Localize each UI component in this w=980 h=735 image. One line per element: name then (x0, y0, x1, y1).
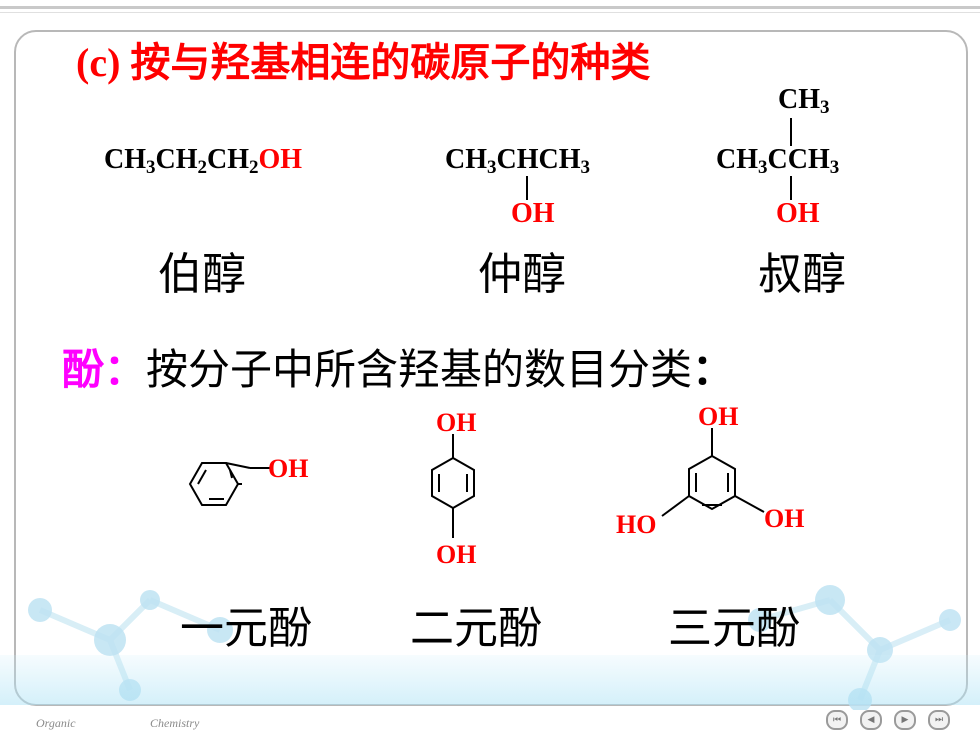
mono-oh: OH (268, 454, 309, 483)
primary-alcohol-oh: OH (258, 144, 303, 175)
secondary-alcohol-name: 仲醇 (478, 249, 566, 300)
nav-last-button[interactable]: ⏭ (928, 710, 950, 730)
slide-title: (c) 按与羟基相连的碳原子的种类 (76, 40, 651, 85)
slide-panel (14, 30, 968, 706)
tri-oh-left: HO (616, 510, 657, 539)
phenol-colon: ： (104, 345, 147, 394)
phenol-text: 按分子中所含羟基的数目分类 (146, 345, 693, 394)
tertiary-alcohol-top: CH3 (778, 84, 830, 118)
top-rule (0, 6, 980, 9)
tertiary-bond-bottom (790, 176, 792, 200)
nav-first-button[interactable]: ⏮ (826, 710, 848, 730)
tri-oh-top: OH (698, 402, 739, 431)
tertiary-alcohol-oh: OH (776, 198, 820, 229)
phenol-heading: 酚：按分子中所含羟基的数目分类： (62, 336, 734, 397)
secondary-bond (526, 176, 528, 200)
tertiary-alcohol-formula: CH3CCH3 (716, 144, 840, 178)
tri-oh-right: OH (764, 504, 805, 533)
nav-next-button[interactable]: ▶ (894, 710, 916, 730)
primary-alcohol-chain: CH3CH2CH2 (104, 144, 259, 178)
molecule-watermark (28, 585, 961, 710)
di-oh-bottom: OH (436, 540, 477, 569)
top-rule-thin (0, 12, 980, 13)
secondary-alcohol-oh: OH (511, 198, 555, 229)
primary-alcohol-name: 伯醇 (158, 249, 246, 300)
monophenol-name: 一元酚 (180, 603, 312, 654)
secondary-alcohol-formula: CH3CHCH3 (445, 144, 590, 178)
tertiary-bond-top (790, 118, 792, 146)
bottom-strip (0, 655, 980, 705)
benzene-ring-mono (188, 462, 270, 506)
benzene-ring-di (431, 434, 475, 538)
tertiary-alcohol-name: 叔醇 (758, 249, 846, 300)
phenol-label: 酚 (62, 345, 105, 394)
phenol-colon-end: ： (692, 345, 735, 394)
footer-chemistry: Chemistry (150, 716, 200, 730)
di-oh-top: OH (436, 408, 477, 437)
benzene-ring-tri (661, 428, 765, 517)
nav-prev-button[interactable]: ◀ (860, 710, 882, 730)
triphenol-name: 三元酚 (668, 603, 800, 654)
diphenol-name: 二元酚 (410, 603, 542, 654)
primary-alcohol-formula: CH3CH2CH2OH (104, 144, 302, 179)
footer-organic: Organic (36, 716, 76, 730)
